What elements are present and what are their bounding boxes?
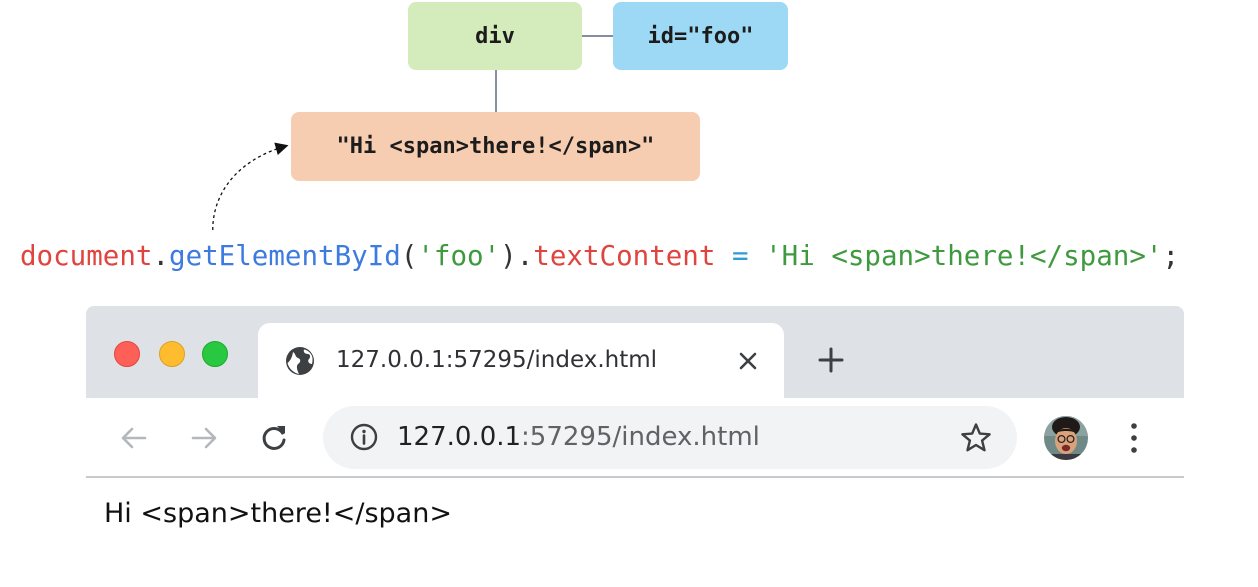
plus-icon[interactable]: [816, 345, 846, 375]
close-window-button[interactable]: [114, 341, 140, 367]
close-icon[interactable]: [736, 349, 760, 373]
globe-icon: [286, 347, 314, 375]
text-node-label: "Hi <span>there!</span>": [336, 134, 655, 159]
more-vertical-icon[interactable]: [1122, 418, 1146, 458]
code-property: textContent: [533, 240, 716, 272]
text-node: "Hi <span>there!</span>": [291, 112, 700, 181]
attribute-node-id: id="foo": [613, 2, 788, 70]
tab-title: 127.0.0.1:57295/index.html: [336, 347, 658, 373]
code-value: 'Hi <span>there!</span>': [765, 240, 1163, 272]
rendered-page-text: Hi <span>there!</span>: [104, 498, 452, 529]
arrow-left-icon[interactable]: [118, 422, 150, 454]
address-path: :57295/index.html: [521, 422, 760, 452]
assignment-arrow: [212, 142, 289, 230]
address-bar[interactable]: 127.0.0.1:57295/index.html: [323, 406, 1017, 469]
browser-window: 127.0.0.1:57295/index.html 127.0.0.1: [86, 306, 1184, 587]
code-paren-open: (: [400, 240, 418, 272]
page-content: Hi <span>there!</span>: [86, 478, 1184, 587]
arrow-right-icon[interactable]: [188, 422, 220, 454]
code-operator: =: [715, 240, 766, 272]
star-icon[interactable]: [959, 421, 993, 455]
profile-picture: [1044, 416, 1088, 460]
browser-toolbar: 127.0.0.1:57295/index.html: [86, 398, 1184, 478]
diagram-connectors: [212, 35, 613, 230]
code-paren-close: ): [500, 240, 517, 272]
code-dot: .: [516, 240, 534, 272]
code-statement: document.getElementById('foo').textConte…: [20, 236, 1179, 276]
tab-active[interactable]: 127.0.0.1:57295/index.html: [258, 323, 784, 398]
code-dot: .: [152, 240, 170, 272]
info-icon[interactable]: [349, 422, 379, 452]
tab-strip: 127.0.0.1:57295/index.html: [86, 306, 1184, 398]
element-node-div: div: [408, 2, 582, 70]
address-host: 127.0.0.1: [397, 422, 522, 452]
code-semicolon: ;: [1162, 240, 1180, 272]
address-url[interactable]: 127.0.0.1:57295/index.html: [397, 406, 760, 469]
maximize-window-button[interactable]: [202, 341, 228, 367]
reload-icon[interactable]: [258, 422, 290, 454]
code-method: getElementById: [169, 240, 401, 272]
minimize-window-button[interactable]: [159, 341, 185, 367]
code-object: document: [20, 240, 153, 272]
code-argument: 'foo': [417, 240, 501, 272]
avatar[interactable]: [1044, 416, 1088, 460]
attribute-node-label: id="foo": [647, 23, 754, 49]
element-node-label: div: [475, 23, 515, 49]
dom-tree-diagram: div id="foo" "Hi <span>there!</span>": [0, 0, 1258, 230]
